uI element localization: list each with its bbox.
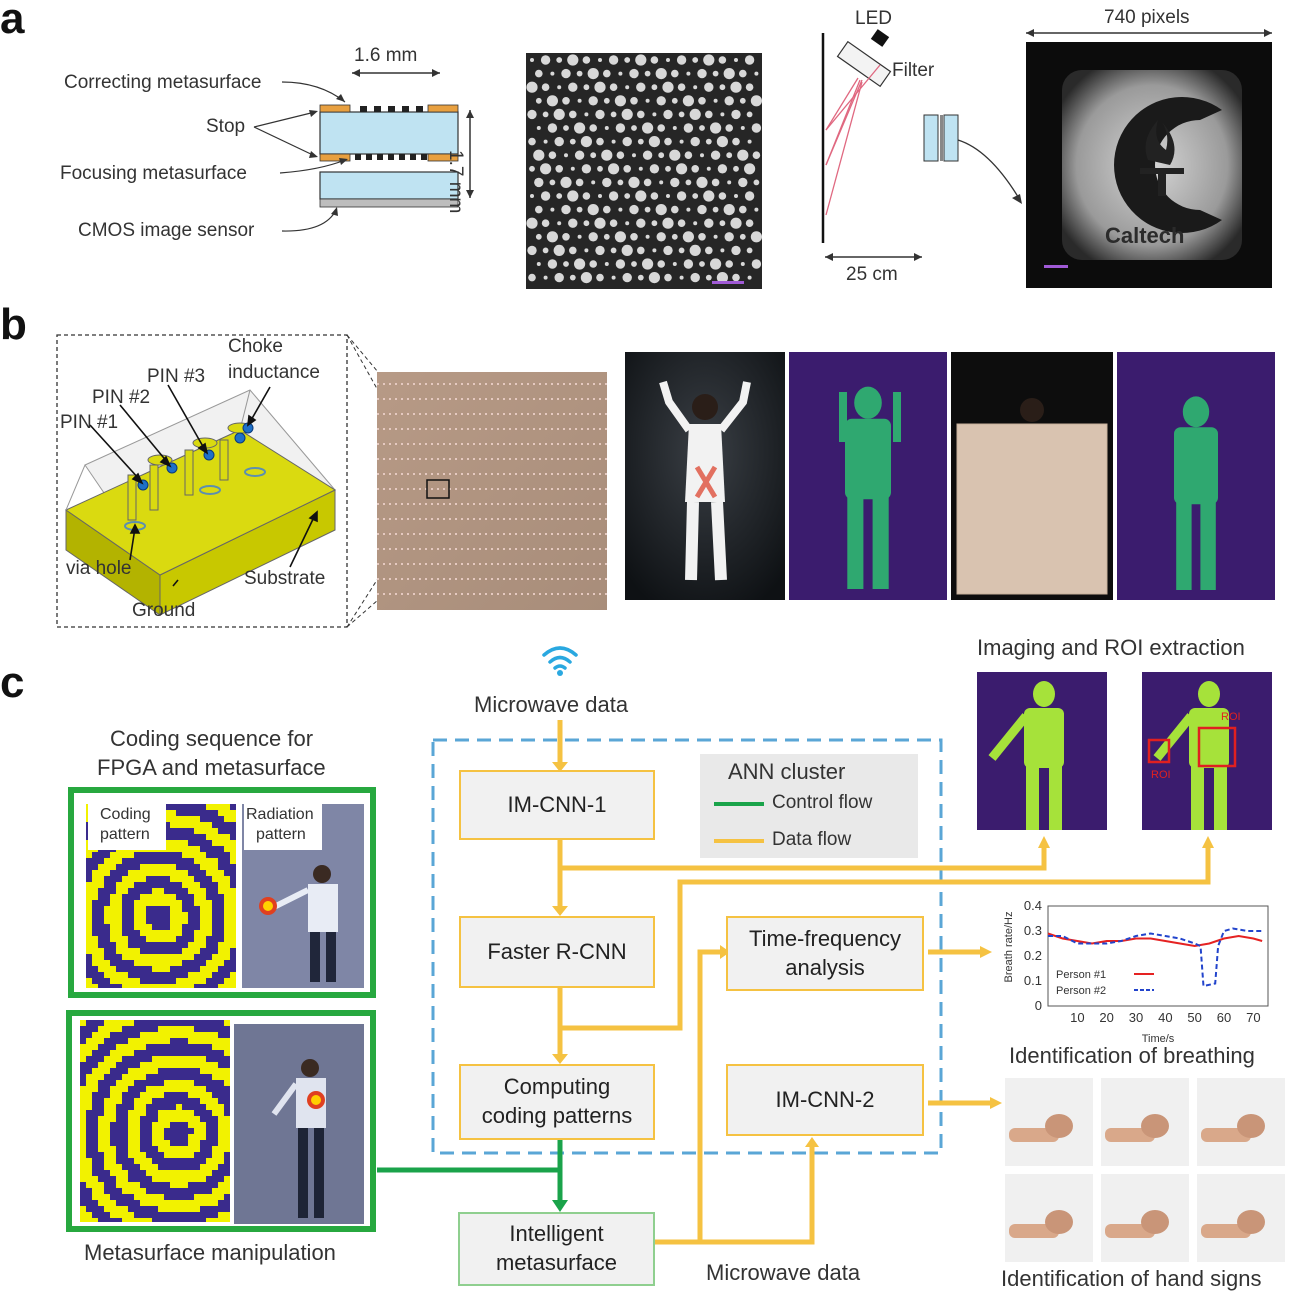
chart-xtick-label: 30 [1129, 1010, 1143, 1025]
microwave-data-bottom: Microwave data [706, 1260, 861, 1285]
radiation-pattern-label-1: Radiation [246, 806, 314, 823]
chart-xlabel: Time/s [1142, 1033, 1175, 1045]
imcnn2-box: IM-CNN-2 [726, 1064, 924, 1136]
hand-signs-grid [1005, 1078, 1285, 1262]
lens-schematic: Caltech [253, 29, 1272, 289]
breathing-title: Identification of breathing [1009, 1043, 1255, 1068]
chart-xtick-label: 70 [1246, 1010, 1260, 1025]
ann-legend: ANN cluster Control flow Data flow [700, 754, 918, 858]
radiation-pattern-label-2: pattern [256, 826, 306, 843]
breathing-chart: Breath rate/Hz 0 0.1 0.2 0.3 0.4 10 20 30 40 50 6… [1003, 898, 1269, 1045]
distance-label: 25 cm [846, 264, 898, 285]
focusing-label: Focusing metasurface [60, 163, 247, 184]
computing-line1: Computing [503, 1074, 611, 1100]
time-frequency-box: Time-frequency analysis [726, 916, 924, 991]
pin1-label: PIN #1 [60, 412, 119, 433]
coding-pattern-label-2: pattern [100, 826, 150, 843]
tf-line2: analysis [785, 954, 865, 980]
radiation-photo-2 [234, 1024, 364, 1224]
data-flow-label: Data flow [772, 829, 852, 850]
computing-line2: coding patterns [481, 1103, 633, 1128]
coding-pattern-2 [80, 1020, 230, 1222]
chart-legend-label: Person #2 [1056, 985, 1106, 997]
chart-xtick-label: 20 [1099, 1010, 1113, 1025]
data-flow-swatch [714, 839, 764, 843]
ann-cluster-label: ANN cluster [728, 759, 846, 784]
faster-rcnn-box: Faster R-CNN [459, 916, 655, 988]
imaging-title: Imaging and ROI extraction [977, 635, 1245, 660]
pin2-label: PIN #2 [92, 387, 151, 408]
correcting-label: Correcting metasurface [64, 72, 262, 93]
control-flow-label: Control flow [772, 792, 873, 813]
ann-cluster-boundary [431, 738, 943, 1155]
intelligent-metasurface-box: Intelligent metasurface [458, 1212, 655, 1286]
caltech-logo-text: Caltech [1105, 223, 1184, 248]
ground-label: Ground [132, 600, 196, 621]
panel-letter-a: a [0, 0, 25, 43]
chart-legend-label: Person #1 [1056, 969, 1106, 981]
dim-width-label: 1.6 mm [354, 45, 418, 66]
choke-label: Choke [228, 336, 283, 357]
metasurface-board-photo [377, 372, 607, 610]
roi-label-1: ROI [1221, 711, 1241, 723]
led-label: LED [855, 8, 892, 29]
chart-ylabel: Breath rate/Hz [1003, 912, 1015, 983]
chart-xtick-label: 40 [1158, 1010, 1172, 1025]
tf-line1: Time-frequency [748, 925, 901, 951]
pixels-label: 740 pixels [1104, 7, 1190, 28]
microwave-data-top: Microwave data [474, 692, 629, 717]
cmos-label: CMOS image sensor [78, 220, 255, 241]
manipulation-label: Metasurface manipulation [84, 1240, 336, 1265]
panel-letter-b: b [0, 300, 27, 349]
via-hole-label: via hole [66, 558, 132, 579]
coding-pattern-label-1: Coding [100, 806, 151, 823]
chart-plot-area [1047, 905, 1269, 1007]
imcnn1-box: IM-CNN-1 [459, 770, 655, 840]
chart-xtick-label: 60 [1217, 1010, 1231, 1025]
person-imaging-strip [625, 352, 1275, 600]
intelligent-line2: metasurface [495, 1250, 618, 1275]
pin3-label: PIN #3 [147, 366, 206, 387]
hand-title: Identification of hand signs [1001, 1266, 1262, 1291]
panel-letter-c: c [0, 658, 25, 707]
stop-label: Stop [206, 116, 246, 137]
chart-ytick-label: 0.2 [1024, 948, 1042, 963]
inductance-label: inductance [228, 362, 320, 383]
chart-ytick-label: 0.1 [1024, 973, 1042, 988]
substrate-label: Substrate [244, 568, 326, 589]
roi-label-2: ROI [1151, 769, 1171, 781]
chart-ytick-label: 0.3 [1024, 923, 1042, 938]
filter-label: Filter [892, 60, 935, 81]
coding-title-line1: Coding sequence for [110, 726, 314, 751]
control-flow-swatch [714, 802, 764, 806]
chart-xtick-label: 10 [1070, 1010, 1084, 1025]
metasurface-unit-cell [56, 334, 429, 628]
chart-ytick-label: 0 [1035, 998, 1042, 1013]
imaging-roi-images: ROI ROI [977, 672, 1272, 830]
computing-box: Computing coding patterns [459, 1064, 655, 1140]
chart-xtick-label: 50 [1187, 1010, 1201, 1025]
intelligent-line1: Intelligent [509, 1221, 604, 1247]
coding-title-line2: FPGA and metasurface [97, 755, 326, 780]
wifi-icon [542, 646, 578, 676]
chart-ytick-label: 0.4 [1024, 898, 1042, 913]
chart-series-line [1047, 932, 1263, 948]
